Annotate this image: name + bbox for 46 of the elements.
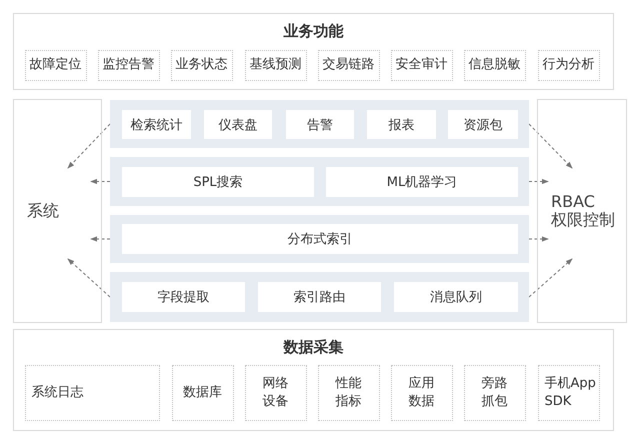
module-tile: 资源包 (448, 110, 518, 139)
layer-band (110, 272, 529, 322)
dashed-arrow (90, 236, 110, 242)
feature-tile: 监控告警 (98, 50, 160, 80)
panel-label: 系统 (27, 202, 59, 220)
module-tile: 索引路由 (258, 282, 381, 312)
layer-band (110, 157, 529, 206)
panel-label: RBAC 权限控制 (551, 193, 616, 229)
dashed-arrow (90, 178, 110, 184)
source-tile: 网络设备 (244, 364, 306, 420)
side-panel (537, 99, 627, 323)
dashed-arrow (528, 178, 549, 184)
module-tile: 字段提取 (122, 282, 245, 312)
layer-band (110, 100, 529, 148)
feature-tile: 基线预测 (244, 50, 306, 80)
feature-tile: 业务状态 (170, 50, 232, 80)
module-tile: 消息队列 (394, 282, 518, 312)
dashed-arrow (67, 258, 110, 298)
module-tile: 告警 (286, 110, 354, 139)
dashed-arrow (67, 124, 110, 169)
feature-tile: 安全审计 (390, 50, 452, 80)
source-tile: 性能指标 (318, 364, 380, 420)
feature-tile: 交易链路 (318, 50, 380, 80)
module-tile: SPL搜索 (122, 167, 314, 197)
dashed-arrow (528, 236, 549, 242)
source-tile: 旁路抓包 (464, 364, 526, 420)
module-tile: 分布式索引 (122, 224, 518, 254)
layer-band (110, 215, 529, 263)
source-tile: 手机App SDK (538, 364, 600, 420)
section-panel (13, 13, 614, 90)
source-tile: 应用数据 (390, 364, 452, 420)
module-tile: 检索统计 (122, 110, 191, 139)
panel-title: 数据采集 (284, 338, 344, 357)
panel-title: 业务功能 (284, 22, 344, 41)
dashed-arrow (528, 258, 573, 298)
section-panel (13, 329, 614, 431)
module-tile: ML机器学习 (326, 167, 518, 197)
source-tile: 数据库 (172, 364, 234, 420)
module-tile: 仪表盘 (204, 110, 272, 139)
source-tile: 系统日志 (24, 364, 160, 420)
dashed-arrow (528, 124, 573, 169)
feature-tile: 行为分析 (538, 50, 600, 80)
feature-tile: 故障定位 (24, 50, 86, 80)
feature-tile: 信息脱敏 (464, 50, 526, 80)
module-tile: 报表 (367, 110, 436, 139)
side-panel (13, 99, 102, 323)
